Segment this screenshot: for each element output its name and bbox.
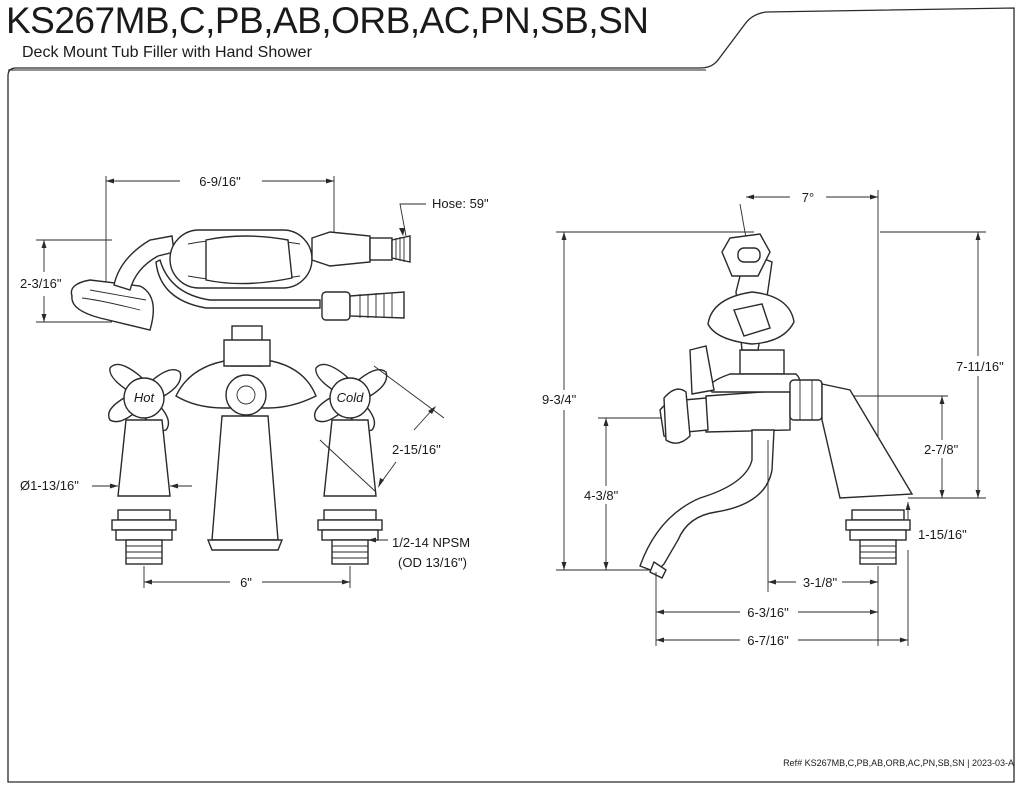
- right-shank: [317, 509, 383, 565]
- dim-hose: Hose: 59": [432, 196, 489, 211]
- dim-overall-height: 9-3/4": [542, 392, 577, 407]
- hose-connector-side: [349, 291, 405, 319]
- front-view: Hot Cold: [20, 174, 489, 590]
- dim-body-height: 2-7/8": [924, 442, 959, 457]
- cold-label: Cold: [337, 390, 365, 405]
- dim-center-spacing: 6": [240, 575, 252, 590]
- side-body: [705, 389, 791, 433]
- hose-connector-top: [391, 235, 411, 263]
- dim-handle-height: 2-15/16": [392, 442, 441, 457]
- hand-shower-head: [70, 279, 154, 331]
- side-spout: [639, 429, 775, 573]
- dim-cradle-height: 7-11/16": [956, 359, 1004, 374]
- page-subtitle: Deck Mount Tub Filler with Hand Shower: [22, 44, 312, 61]
- dim-angle: 7°: [802, 190, 814, 205]
- diverter-knob: [225, 374, 267, 416]
- hot-handle: Hot: [107, 363, 182, 497]
- dim-offset-long: 6-7/16": [747, 633, 789, 648]
- center-column: [211, 415, 279, 541]
- side-view: 7° 9-3/4" 7-11/16" 4-3/8" 2-7/8" 1-15/16…: [542, 190, 1004, 648]
- dim-spout-height: 4-3/8": [584, 488, 619, 503]
- hot-label: Hot: [134, 390, 156, 405]
- dim-thread-od: (OD 13/16"): [398, 555, 467, 570]
- side-shank: [845, 509, 911, 565]
- dim-shank-length: 1-15/16": [918, 527, 967, 542]
- side-lever: [689, 345, 715, 395]
- side-leg: [821, 383, 914, 499]
- dim-width-top: 6-9/16": [199, 174, 241, 189]
- dim-base-diameter: Ø1-13/16": [20, 478, 79, 493]
- left-shank: [111, 509, 177, 565]
- page-title: KS267MB,C,PB,AB,ORB,AC,PN,SB,SN: [6, 0, 649, 41]
- dim-handshower-height: 2-3/16": [20, 276, 62, 291]
- cold-handle: Cold: [313, 363, 388, 497]
- reference-footer: Ref# KS267MB,C,PB,AB,ORB,AC,PN,SB,SN | 2…: [783, 758, 1014, 768]
- dim-offset-short: 3-1/8": [803, 575, 838, 590]
- dim-thread-spec: 1/2-14 NPSM: [392, 535, 470, 550]
- dim-offset-mid: 6-3/16": [747, 605, 789, 620]
